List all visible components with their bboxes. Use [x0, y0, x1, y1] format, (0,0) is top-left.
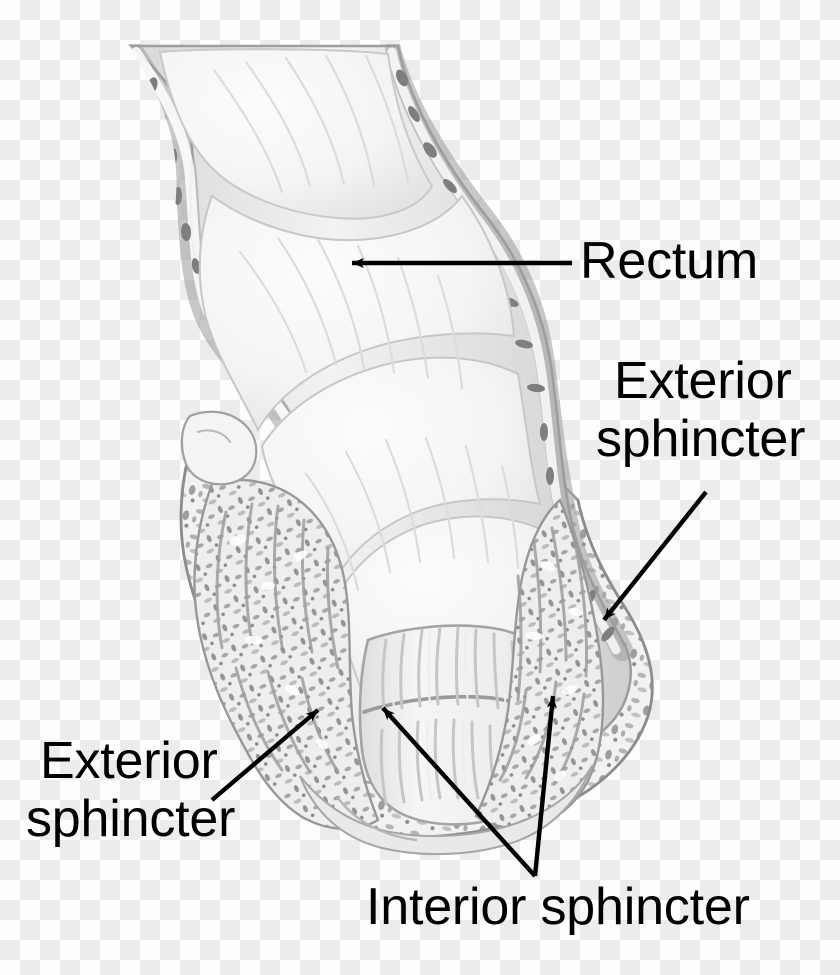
- label-rectum-text: Rectum: [580, 232, 758, 290]
- exterior-sphincter-right-arrow: [602, 490, 708, 622]
- levator-ani-notch: [180, 410, 258, 486]
- interior-sphincter-arrow-left: [381, 706, 537, 878]
- interior-sphincter-arrow-right: [532, 695, 557, 877]
- label-exterior-sphincter-left: Exterior sphincter: [26, 732, 246, 848]
- label-interior-sphincter-text: Interior sphincter: [366, 878, 750, 936]
- label-exterior-sphincter-right-line1: Exterior: [614, 352, 792, 410]
- label-exterior-sphincter-right-line2: sphincter: [596, 410, 806, 468]
- label-exterior-sphincter-left-line2: sphincter: [26, 790, 236, 848]
- external-anal-sphincter-right: [474, 497, 605, 829]
- external-anal-sphincter-left: [193, 478, 380, 830]
- label-exterior-sphincter-left-line1: Exterior: [40, 732, 218, 790]
- perianal-pad: [299, 765, 593, 856]
- label-exterior-sphincter-right: Exterior sphincter: [596, 352, 820, 468]
- label-rectum: Rectum: [580, 232, 758, 290]
- label-interior-sphincter: Interior sphincter: [366, 878, 750, 936]
- exterior-sphincter-left-arrow: [210, 708, 320, 802]
